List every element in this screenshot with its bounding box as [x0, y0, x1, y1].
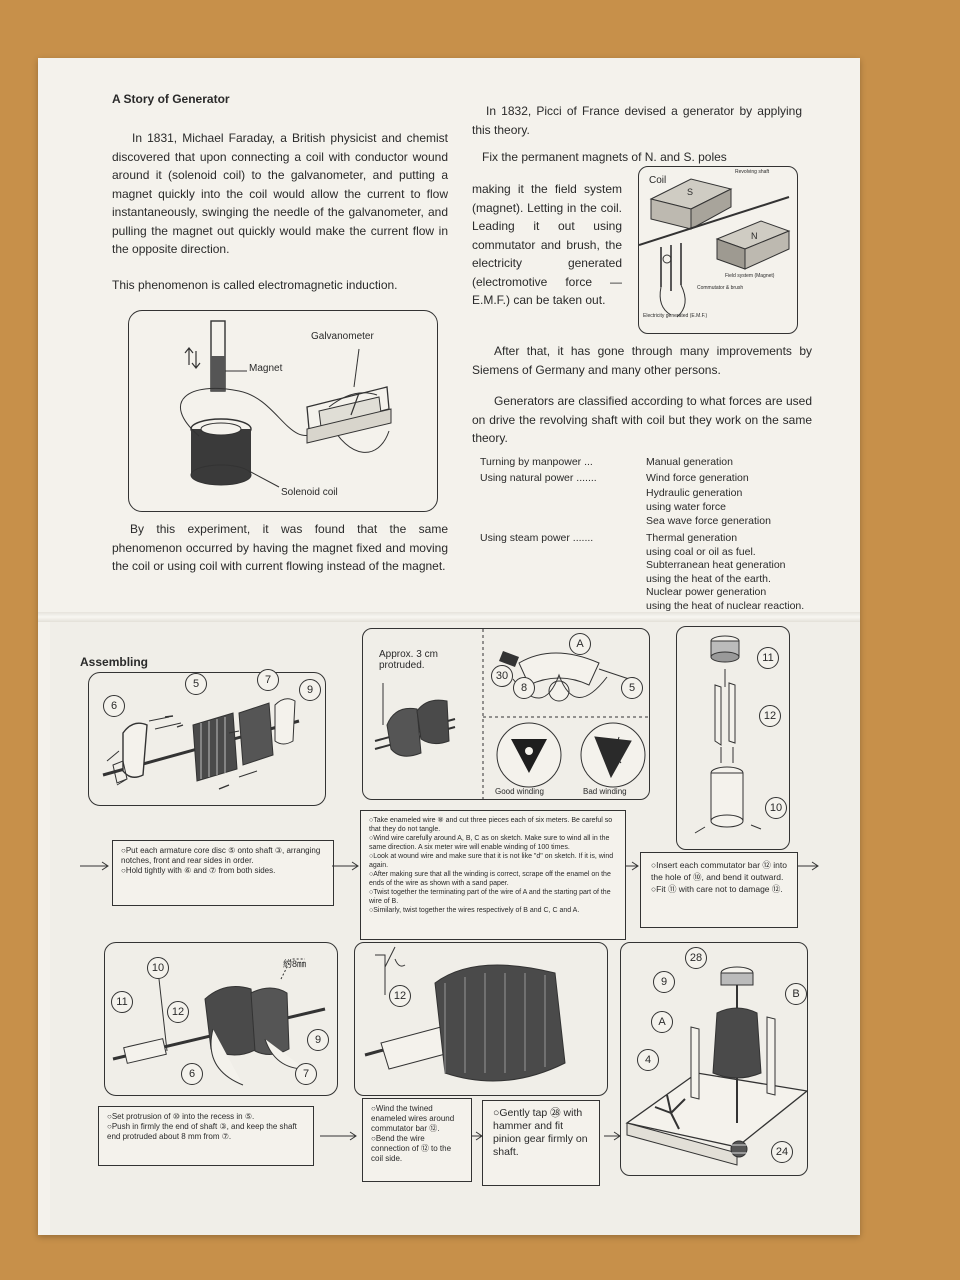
coil-label: Coil [649, 175, 667, 186]
step-armature-core-instructions: ○Put each armature core disc ⑤ onto shaf… [112, 840, 334, 906]
story-para-magnets: Fix the permanent magnets of N. and S. p… [482, 150, 727, 164]
part-b-marker: B [785, 983, 807, 1005]
part-6-marker: 6 [103, 695, 125, 717]
part-8-marker: 8 [513, 677, 535, 699]
commutator-panel: 11 12 10 [676, 626, 790, 850]
step-winding-instructions: ○Take enameled wire ⑧ and cut three piec… [360, 810, 626, 940]
part-7-marker-2: 7 [295, 1063, 317, 1085]
emf-label: Electricity generated (E.M.F.) [643, 313, 708, 319]
winding-panel: Approx. 3 cm protruded. 30 8 A 5 Good wi… [362, 628, 650, 800]
part-a-marker-2: A [651, 1011, 673, 1033]
armature-core-drawing [102, 698, 300, 790]
magnet-label: Magnet [249, 363, 283, 374]
part-4-marker: 4 [637, 1049, 659, 1071]
story-para-induction: This phenomenon is called electromagneti… [112, 278, 398, 292]
good-winding-label: Good winding [495, 787, 544, 796]
part-9-marker-3: 9 [653, 971, 675, 993]
winding-drawing [374, 629, 649, 799]
s-pole-label: S [687, 187, 694, 197]
generator-principle-drawing [639, 178, 791, 318]
part-12-marker-2: 12 [167, 1001, 189, 1023]
part-5-marker-2: 5 [621, 677, 643, 699]
wire-connection-drawing [364, 946, 566, 1082]
step-wire-instructions: ○Wind the twined enameled wires around c… [362, 1098, 472, 1182]
part-12-marker: 12 [759, 705, 781, 727]
field-system-label: Field system (Magnet) [725, 273, 775, 279]
step-shaft-instructions: ○Set protrusion of ⑩ into the recess in … [98, 1106, 314, 1166]
part-5-marker: 5 [185, 673, 207, 695]
shaft-assembly-drawing [112, 958, 326, 1086]
revolving-shaft-label: Revolving shaft [735, 169, 770, 175]
part-9-marker: 9 [299, 679, 321, 701]
final-assembly-drawing [625, 966, 807, 1166]
generator-principle-figure: Coil S N Revolving shaft Field system (M… [638, 166, 798, 334]
part-24-marker: 24 [771, 1141, 793, 1163]
class-row-sea-wave: Sea wave force generation [646, 515, 771, 527]
commutator-drawing [694, 635, 762, 834]
story-para-faraday: In 1831, Michael Faraday, a British phys… [112, 131, 448, 256]
wire-connection-panel: 12 [354, 942, 608, 1096]
armature-core-panel: 6 5 7 9 [88, 669, 326, 806]
part-30-marker: 30 [491, 665, 513, 687]
story-para-field-system: making it the field system (magnet). Let… [472, 182, 622, 307]
n-pole-label: N [751, 231, 758, 241]
part-9-marker-2: 9 [307, 1029, 329, 1051]
story-title: A Story of Generator [112, 92, 230, 106]
step-flow-arrows-row2 [320, 1131, 621, 1141]
part-11-marker-2: 11 [111, 991, 133, 1013]
story-para-experiment: By this experiment, it was found that th… [112, 522, 448, 573]
part-a-marker: A [569, 633, 591, 655]
story-para-picci: In 1832, Picci of France devised a gener… [472, 104, 802, 137]
part-10-marker-2: 10 [147, 957, 169, 979]
galvanometer-label: Galvanometer [311, 331, 374, 342]
part-11-marker: 11 [757, 647, 779, 669]
step-flow-arrows-row1 [80, 861, 819, 871]
commutator-brush-label: Commutator & brush [697, 285, 744, 291]
faraday-experiment-figure: Magnet Galvanometer Solenoid coil [128, 310, 438, 512]
final-assembly-panel: 28 9 B A 4 24 [620, 942, 808, 1176]
part-6-marker-2: 6 [181, 1063, 203, 1085]
shaft-assembly-panel: 約8㎜ 10 11 12 6 7 9 [104, 942, 338, 1096]
part-12-marker-3: 12 [389, 985, 411, 1007]
bad-winding-label: Bad winding [583, 787, 627, 796]
8mm-label: 約8㎜ [283, 959, 307, 969]
story-para-classification: Generators are classified according to w… [472, 394, 812, 445]
approx-protruded-label: Approx. 3 cm protruded. [379, 649, 438, 671]
solenoid-coil-label: Solenoid coil [281, 487, 338, 498]
assembling-title: Assembling [80, 655, 149, 669]
part-7-marker: 7 [257, 669, 279, 691]
step-pinion-instructions: ○Gently tap ㉘ with hammer and fit pinion… [482, 1100, 600, 1186]
page-fold [38, 612, 860, 622]
part-28-marker: 28 [685, 947, 707, 969]
part-10-marker: 10 [765, 797, 787, 819]
faraday-experiment-drawing [179, 320, 392, 488]
step-commutator-instructions: ○Insert each commutator bar ⑫ into the h… [640, 852, 798, 928]
story-para-siemens: After that, it has gone through many imp… [472, 344, 812, 377]
